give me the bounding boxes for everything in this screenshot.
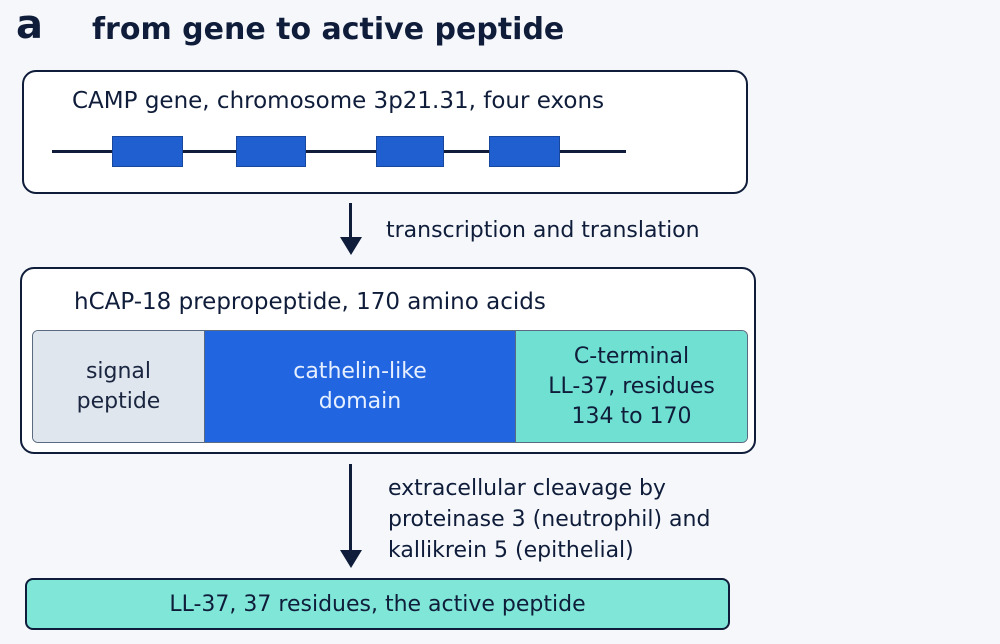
arrow-2-head-icon [339, 550, 362, 568]
cleavage-label: extracellular cleavage by proteinase 3 (… [388, 476, 711, 563]
arrow-1-shaft [349, 203, 352, 239]
cathelin-like-domain: cathelin-like domain [205, 331, 515, 442]
domain-row: signal peptide cathelin-like domain C-te… [32, 330, 748, 443]
panel-letter: a [16, 2, 43, 48]
ll37-domain: C-terminal LL-37, residues 134 to 170 [515, 331, 747, 442]
panel-title: from gene to active peptide [92, 12, 565, 47]
gene-intron-line [52, 150, 626, 153]
exon-4 [489, 136, 560, 167]
arrow-1-head-icon [339, 237, 362, 255]
active-peptide-box: LL-37, 37 residues, the active peptide [25, 578, 730, 630]
prepropeptide-box: hCAP-18 prepropeptide, 170 amino acids s… [20, 267, 756, 454]
gene-box: CAMP gene, chromosome 3p21.31, four exon… [22, 70, 748, 194]
prepropeptide-label: hCAP-18 prepropeptide, 170 amino acids [74, 289, 546, 315]
exon-2 [236, 136, 306, 167]
signal-peptide-domain: signal peptide [33, 331, 205, 442]
exon-1 [112, 136, 183, 167]
gene-label: CAMP gene, chromosome 3p21.31, four exon… [72, 88, 605, 114]
arrow-2-shaft [349, 464, 352, 552]
exon-3 [376, 136, 444, 167]
transcription-label: transcription and translation [386, 218, 700, 243]
